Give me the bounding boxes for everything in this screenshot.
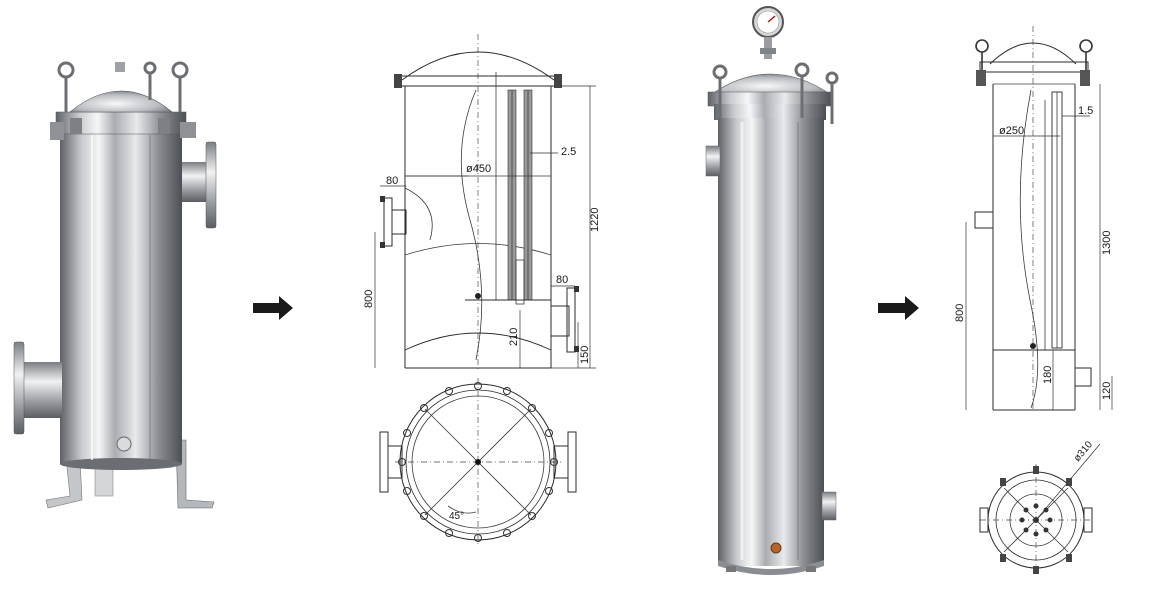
photo-filter-housing-tall	[705, 6, 839, 575]
dim-bottom-right-tall: 120	[1101, 382, 1113, 400]
upper-outlet-nozzle	[182, 141, 217, 229]
side-inlet-nozzle	[705, 145, 721, 177]
plan-view-large: 45°	[379, 378, 577, 546]
dim-wall-thickness: 2.5	[561, 146, 576, 158]
support-legs	[45, 439, 215, 509]
dim-bottom-mid-tall: 180	[1042, 366, 1054, 384]
dim-total-height-tall: 1300	[1101, 231, 1113, 255]
dim-bottom-mid: 210	[508, 328, 520, 346]
dim-wall-thickness-tall: 1.5	[1078, 105, 1093, 117]
eye-bolts	[57, 61, 189, 112]
arrow-right-icon	[253, 296, 293, 320]
dim-inlet-flange: 80	[386, 175, 398, 187]
arrow-right-icon	[878, 296, 919, 320]
dim-diameter-tall: ø250	[999, 125, 1024, 137]
plan-view-tall: ø310	[979, 439, 1101, 576]
lower-inlet-nozzle	[13, 341, 62, 435]
side-outlet-nozzle	[821, 491, 837, 521]
pressure-gauge-icon	[752, 6, 784, 59]
dim-angle: 45°	[449, 511, 464, 522]
dim-inlet-height-tall: 800	[954, 304, 966, 322]
dim-inlet-height: 800	[363, 290, 375, 308]
dim-diameter: ø450	[466, 163, 491, 175]
dim-total-height: 1220	[589, 208, 601, 232]
dim-outlet-flange: 80	[556, 274, 568, 286]
vessel-body	[60, 132, 182, 464]
dim-flange-diameter: ø310	[1072, 439, 1095, 464]
drain-plug-icon	[770, 542, 782, 554]
lid-dome	[69, 90, 173, 113]
dim-bottom-right: 150	[579, 346, 591, 364]
photo-filter-housing-large	[13, 61, 217, 509]
technical-drawing-tall: 1.5 ø250 1300 800 180 120 ø310	[954, 26, 1113, 576]
vessel-body-tall	[718, 118, 824, 566]
technical-drawing-large: 2.5 ø450 80 1220 80 800 210 150 45°	[363, 34, 601, 546]
